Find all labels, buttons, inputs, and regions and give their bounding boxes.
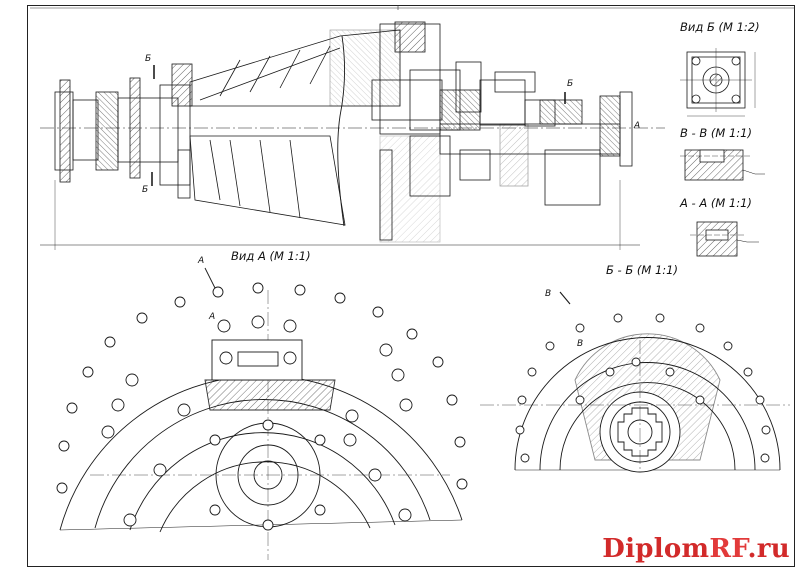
- drawing-frame: [27, 5, 795, 567]
- section-bb-drawing: [480, 291, 790, 473]
- marker-a-inner: А: [209, 312, 216, 322]
- view-a-title: Вид А (М 1:1): [231, 249, 311, 263]
- marker-b-bottom: Б: [142, 185, 149, 195]
- watermark-rf: RF: [709, 534, 748, 564]
- watermark-main: Diplom: [602, 534, 710, 564]
- section-bb-title: Б - Б (М 1:1): [606, 263, 678, 277]
- section-aa-title: А - А (М 1:1): [680, 196, 752, 210]
- section-aa-drawing: [690, 221, 759, 257]
- marker-b-right: Б: [567, 79, 574, 89]
- view-b-title: Вид Б (М 1:2): [680, 20, 760, 34]
- watermark: DiplomRF.ru: [602, 534, 790, 564]
- marker-b-top: Б: [145, 54, 152, 64]
- bb-bolt-ring: [515, 313, 771, 463]
- section-vv-title: В - В (М 1:1): [680, 126, 752, 140]
- marker-v-section: В: [545, 289, 552, 299]
- marker-a-view: А: [198, 256, 205, 266]
- section-vv-drawing: [680, 149, 765, 181]
- marker-v-inner: В: [577, 339, 584, 349]
- main-assembly: [40, 21, 665, 250]
- inner-bolt-ring: [101, 315, 413, 531]
- view-a-drawing: [56, 267, 468, 560]
- view-b-drawing: [680, 48, 756, 117]
- marker-a-right: А: [634, 121, 641, 131]
- outer-bolt-ring: [56, 282, 468, 494]
- watermark-suffix: .ru: [747, 534, 790, 564]
